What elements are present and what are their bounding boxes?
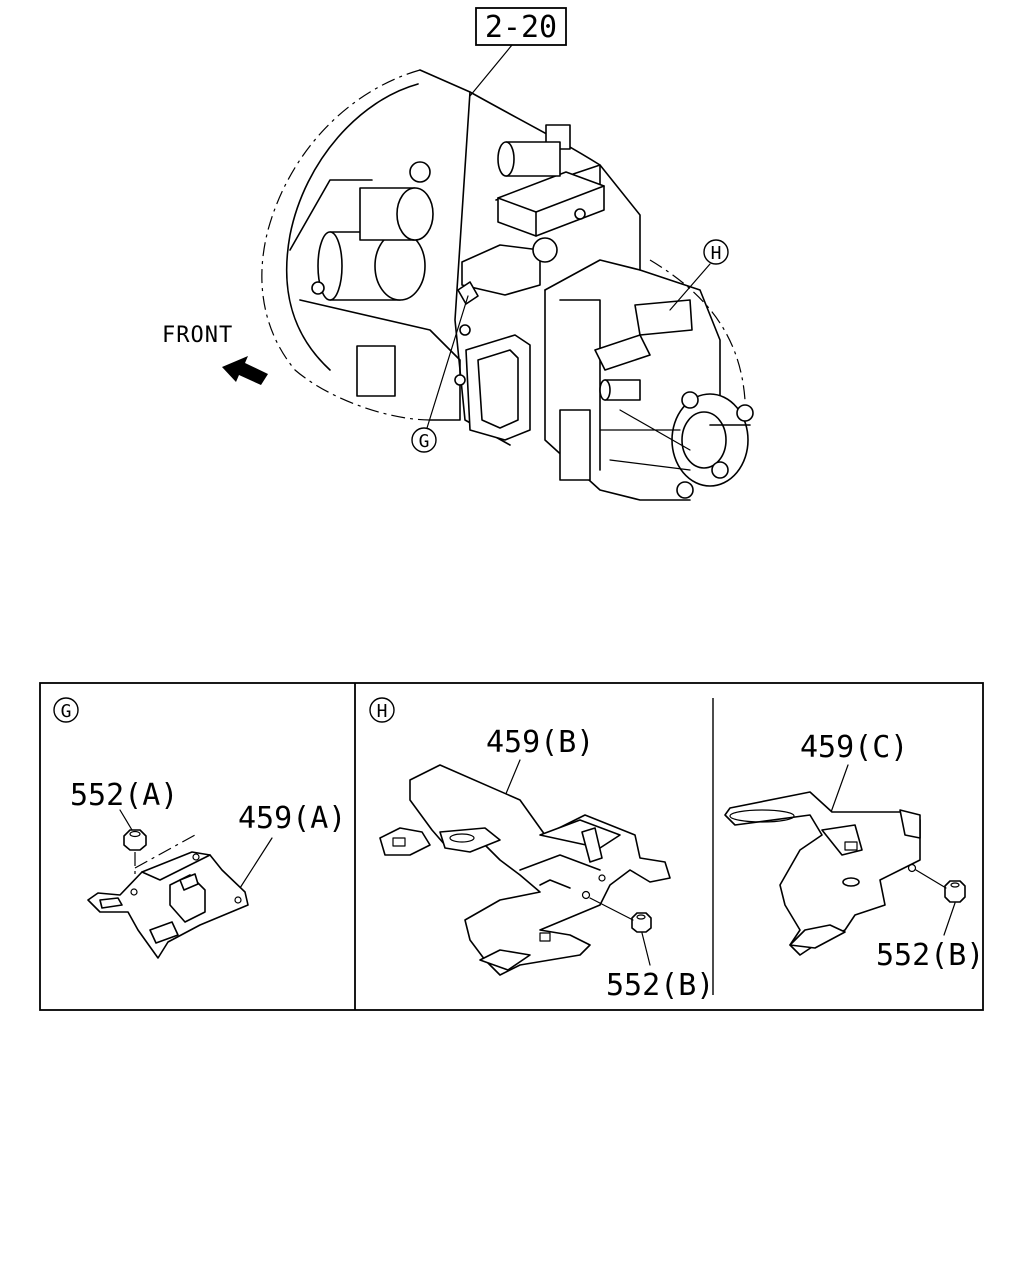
- panel-g-nut-label: 552(A): [70, 778, 178, 813]
- nut-552a[interactable]: [123, 829, 147, 851]
- panel-h-title: H: [377, 701, 388, 722]
- bracket-459b[interactable]: [379, 764, 671, 976]
- panel-g-title: G: [61, 701, 72, 722]
- nut-552b-right[interactable]: [944, 880, 966, 903]
- panel-g-bracket-label: 459(A): [238, 801, 346, 836]
- panel-h-right-bracket-label: 459(C): [800, 730, 908, 765]
- callout-g-circle[interactable]: [411, 427, 437, 453]
- panel-h-left-bracket-label: 459(B): [486, 725, 594, 760]
- callout-g-label: G: [419, 431, 430, 452]
- left-cylinder: [317, 187, 434, 301]
- nut-552b-left[interactable]: [631, 912, 652, 933]
- panel-h-left-nut-label: 552(B): [606, 968, 714, 1003]
- callout-h-circle[interactable]: [703, 239, 729, 265]
- detail-panels-frame: [39, 682, 984, 1011]
- bracket-459a[interactable]: [87, 851, 249, 959]
- transmission-assembly: 2-20: [261, 7, 754, 501]
- panel-h-right-nut-label: 552(B): [876, 938, 984, 973]
- panel-h: H 459(B) 552(B) 459(C): [369, 697, 984, 1003]
- front-arrow-icon: [222, 356, 268, 385]
- bracket-459c[interactable]: [724, 791, 921, 956]
- panel-g: G 552(A) 459(A): [53, 697, 346, 959]
- reference-box-label: 2-20: [485, 10, 557, 45]
- reference-box[interactable]: [475, 7, 567, 46]
- callout-h-label: H: [711, 243, 722, 264]
- output-flange: [671, 391, 754, 499]
- front-label: FRONT: [162, 323, 233, 348]
